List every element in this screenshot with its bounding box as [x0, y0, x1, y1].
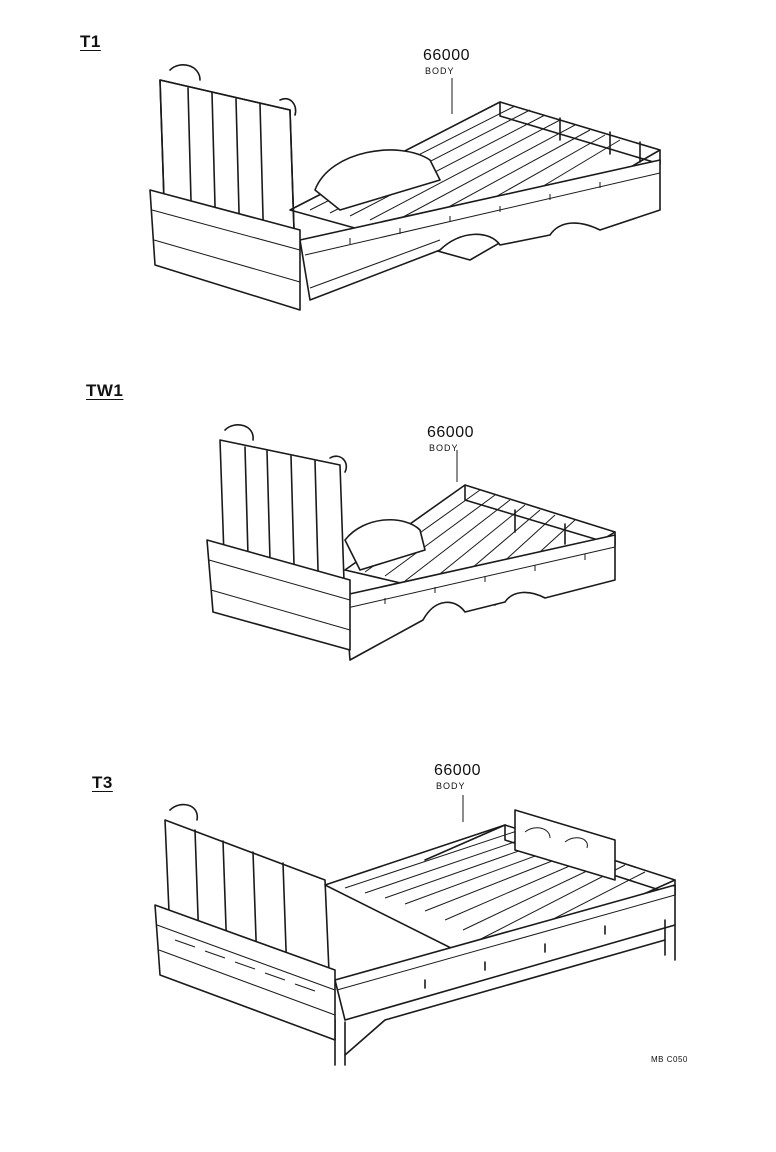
- part-number-t3: 66000: [434, 762, 481, 779]
- section-label-t3: T3: [92, 773, 113, 792]
- part-name-tw1: BODY: [429, 443, 459, 453]
- part-number-tw1: 66000: [427, 424, 474, 441]
- truck-body-t1-drawing: [149, 64, 661, 311]
- section-label-tw1: TW1: [86, 381, 124, 400]
- part-name-t3: BODY: [436, 781, 466, 791]
- part-name-t1: BODY: [425, 66, 455, 76]
- part-number-t1: 66000: [423, 47, 470, 64]
- section-label-t1: T1: [80, 32, 101, 51]
- truck-body-tw1-drawing: [206, 424, 616, 661]
- truck-body-t3-drawing: [154, 795, 676, 1066]
- reference-code: MB C050: [651, 1055, 688, 1064]
